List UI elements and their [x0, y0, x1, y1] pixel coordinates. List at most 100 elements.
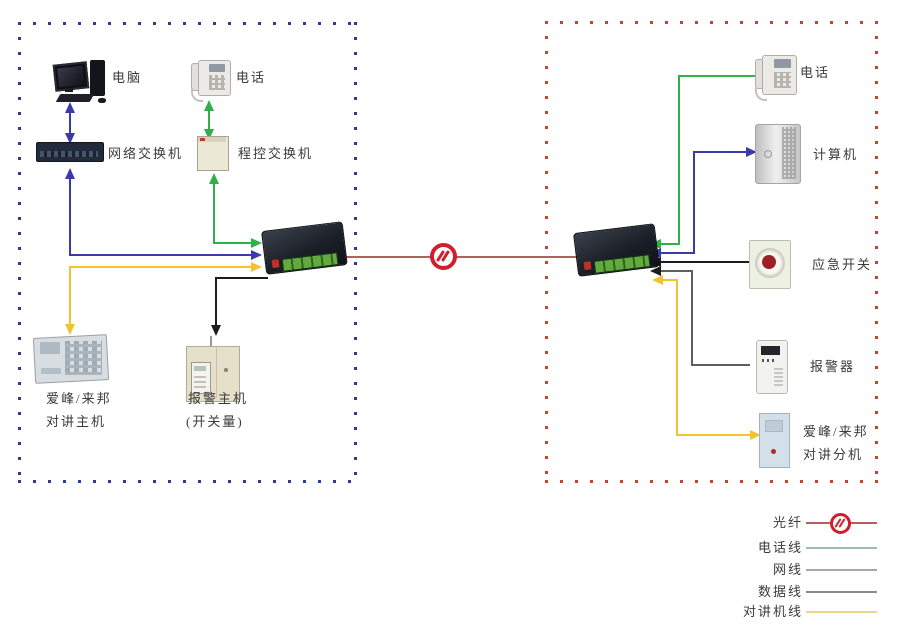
- zone-border-edge: [18, 480, 357, 483]
- legend-phone-line: [806, 547, 877, 549]
- legend-network-line-label: 网线: [772, 562, 803, 577]
- alarm-label: 报警器: [810, 359, 856, 374]
- intercom-extension-label-line1: 爱峰/来邦: [803, 424, 869, 439]
- cable-segment: [676, 279, 678, 436]
- computer-stand: [65, 88, 73, 92]
- arrow-up-icon: [65, 168, 75, 179]
- legend-intercom-line-label: 对讲机线: [742, 604, 803, 619]
- alarm-host-label-line1: 报警主机: [188, 391, 249, 406]
- cable-segment: [661, 243, 680, 245]
- arrow-up-icon: [209, 173, 219, 184]
- cable-segment: [661, 270, 693, 272]
- cable-segment: [69, 254, 251, 256]
- intercom-host-device: [32, 334, 110, 388]
- arrow-up-icon: [65, 102, 75, 113]
- computer-remote-device: [755, 124, 801, 184]
- alarm-host-device: [186, 336, 242, 402]
- phone-remote-label: 电话: [800, 65, 831, 80]
- cable-segment: [69, 266, 71, 324]
- network-switch-device: [36, 142, 104, 162]
- legend-phone-line-label: 电话线: [757, 540, 803, 555]
- intercom-extension-label-line2: 对讲分机: [803, 447, 864, 462]
- converter-led: [583, 261, 592, 271]
- computer-device: [52, 58, 110, 106]
- intercom-host-label-line1: 爱峰/来邦: [46, 391, 112, 406]
- alarm-host-label-line2: (开关量): [186, 414, 244, 429]
- emergency-switch-label: 应急开关: [812, 257, 873, 272]
- legend-intercom-line: [806, 611, 877, 613]
- cable-segment: [693, 151, 746, 153]
- cable-segment: [215, 277, 268, 279]
- alarm-display: [761, 346, 780, 355]
- intercom-extension-screen: [765, 420, 783, 432]
- cable-segment: [691, 270, 693, 366]
- arrow-left-icon: [650, 266, 661, 276]
- computer-tower-grille: [782, 127, 796, 179]
- cable-segment: [663, 279, 678, 281]
- converter-led: [271, 259, 280, 269]
- cable-segment: [215, 277, 217, 325]
- alarm-host-keyhole: [224, 368, 228, 372]
- alarm-host-door-line: [216, 348, 217, 398]
- arrow-right-icon: [746, 147, 757, 157]
- intercom-host-display: [40, 342, 60, 354]
- cable-segment: [213, 242, 251, 244]
- cable-segment: [69, 110, 71, 136]
- phone-display: [774, 59, 791, 68]
- arrow-down-icon: [65, 133, 75, 144]
- cable-segment: [69, 266, 251, 268]
- emergency-switch-button: [762, 255, 776, 269]
- arrow-right-icon: [251, 238, 262, 248]
- arrow-right-icon: [251, 262, 262, 272]
- alarm-indicator-dots: [762, 359, 776, 362]
- apple-logo-icon: [764, 150, 772, 158]
- zone-border-edge: [545, 480, 878, 483]
- fiber-converter-remote: [573, 223, 661, 287]
- arrow-left-icon: [652, 275, 663, 285]
- alarm-host-keypad-keys: [194, 374, 206, 388]
- legend-network-line: [806, 569, 877, 571]
- zone-border-edge: [18, 22, 357, 25]
- network-switch-label: 网络交换机: [108, 146, 184, 161]
- arrow-down-icon: [204, 129, 214, 140]
- arrow-up-icon: [204, 100, 214, 111]
- computer-keyboard: [55, 94, 95, 102]
- pbx-label: 程控交换机: [238, 146, 314, 161]
- cable-segment: [676, 434, 750, 436]
- computer-mouse: [98, 98, 106, 103]
- arrow-right-icon: [251, 250, 262, 260]
- emergency-switch-device: [749, 240, 791, 289]
- phone-keypad: [209, 75, 225, 90]
- telephone-remote-device: [755, 53, 797, 101]
- pbx-top-strip: [198, 137, 226, 142]
- alarm-siren-device: [756, 340, 788, 394]
- intercom-extension-device: [759, 413, 790, 468]
- arrow-down-icon: [211, 325, 221, 336]
- zone-border-edge: [18, 22, 21, 483]
- cable-segment: [678, 75, 755, 77]
- intercom-host-label-line2: 对讲主机: [46, 414, 107, 429]
- cable-segment: [661, 261, 752, 263]
- remote-side-zone-border: [545, 21, 878, 483]
- zone-border-edge: [354, 22, 357, 483]
- legend-data-line-label: 数据线: [757, 584, 803, 599]
- arrow-right-icon: [750, 430, 761, 440]
- arrow-down-icon: [65, 324, 75, 335]
- fiber-line: [346, 256, 586, 258]
- phone-cord: [755, 86, 767, 101]
- cable-segment: [693, 151, 695, 254]
- phone-display: [209, 64, 225, 72]
- legend-data-line: [806, 591, 877, 593]
- zone-border-edge: [875, 21, 878, 483]
- alarm-host-keypad-display: [194, 366, 206, 371]
- phone-cord: [191, 88, 203, 102]
- switch-ports: [40, 151, 98, 157]
- computer-label: 电脑: [112, 70, 143, 85]
- fiber-break-icon: [430, 243, 457, 270]
- alarm-host-antenna: [210, 336, 212, 347]
- zone-border-edge: [545, 21, 548, 483]
- cable-segment: [661, 252, 695, 254]
- cable-segment: [213, 182, 215, 243]
- telephone-device: [191, 60, 231, 102]
- cable-segment: [678, 75, 680, 245]
